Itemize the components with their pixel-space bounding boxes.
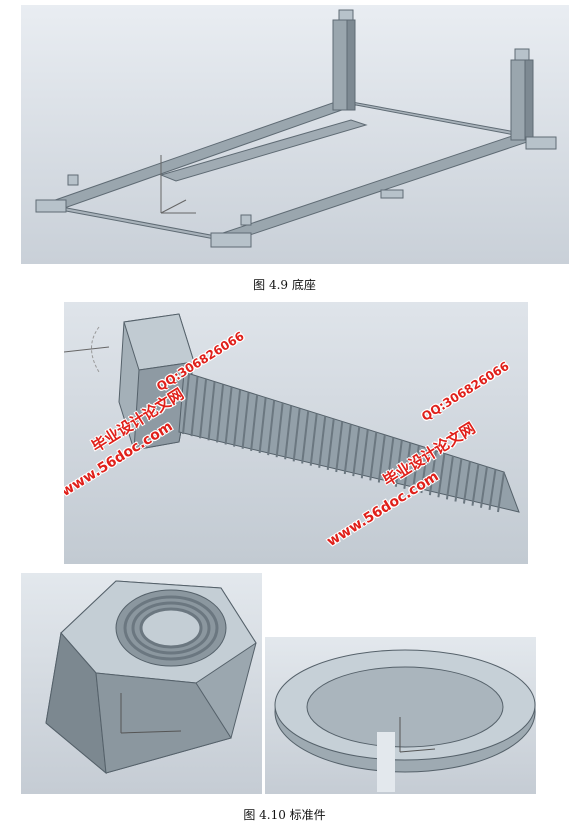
thread-ridge [360,429,369,479]
bolt-model [64,313,520,513]
thread-ridge [403,442,412,489]
nut-model [45,580,257,775]
thread-ridge [216,384,225,443]
thread-ridge [420,448,429,494]
thread-ridge [479,466,488,508]
thread-ridge [292,408,301,462]
base-frame-model [35,9,557,248]
thread-ridge [199,379,208,439]
thread-ridge [267,400,276,456]
thread-ridge [454,458,463,502]
figure-caption: 图 4.10 标准件 [243,808,326,822]
thread-ridge [394,440,403,487]
thread-ridge [275,403,284,458]
thread-ridge [437,453,446,498]
thread-ridge [182,373,190,435]
thread-ridge [224,387,233,445]
thread-ridge [233,389,242,447]
thread-ridge [258,397,267,454]
thread-ridge [343,424,352,475]
thread-ridge [207,381,216,441]
thread-ridge [318,416,327,468]
thread-ridge [335,421,344,473]
thread-ridge [309,413,318,466]
thread-ridge [190,376,199,437]
figure-base-frame [21,5,569,264]
figure-bolt: 毕业设计论文网 www.56doc.com QQ:306826066 毕业设计论… [64,302,528,564]
thread-ridge [250,395,259,451]
washer-model [274,649,536,792]
thread-ridge [352,426,361,477]
figure-nut [21,573,262,794]
thread-ridge [386,437,395,485]
thread-ridge [241,392,250,449]
thread-ridge [488,469,497,511]
thread-ridge [445,455,454,500]
thread-ridge [462,461,471,504]
thread-ridge [377,434,386,483]
thread-ridge [326,418,335,470]
figure-washer [265,637,536,794]
thread-ridge [428,450,437,496]
thread-ridge [471,463,480,506]
figure-caption: 图 4.9 底座 [253,278,316,292]
thread-ridge [301,410,310,464]
thread-ridge [497,471,505,513]
thread-ridge [284,405,293,460]
thread-ridge [369,432,378,481]
thread-ridge [411,445,420,492]
